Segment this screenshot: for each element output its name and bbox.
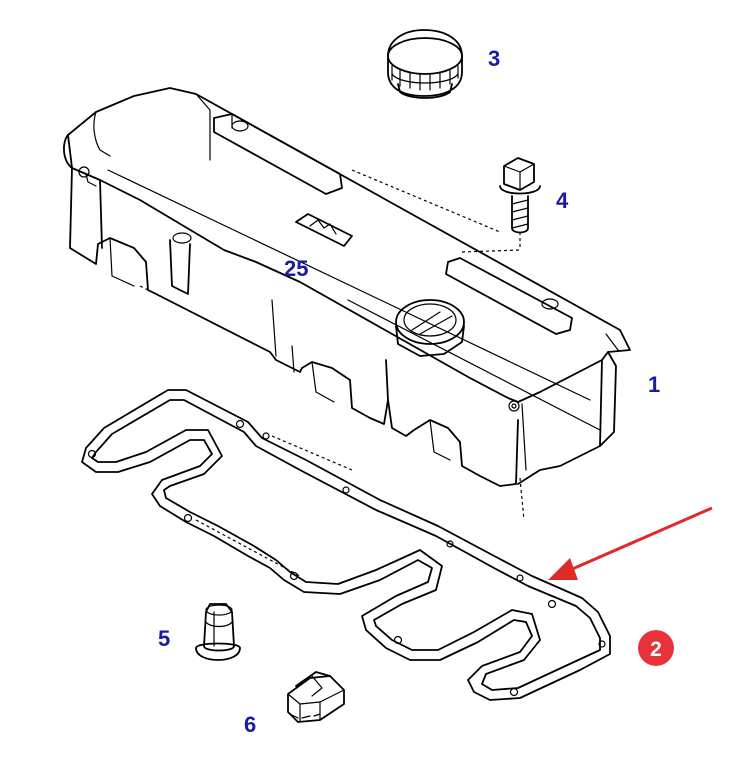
- part-label-4: 4: [556, 188, 569, 213]
- part-label-5: 5: [158, 626, 170, 651]
- gasket: [81, 389, 611, 701]
- part-label-6: 6: [244, 712, 256, 737]
- callout-label-2: 2: [650, 638, 662, 661]
- part-label-1: 1: [648, 372, 660, 397]
- bolt: [499, 157, 541, 250]
- block: [287, 671, 345, 723]
- part-label-25: 25: [284, 256, 308, 281]
- oil-filler-cap: [387, 29, 463, 99]
- callout-badge-2: 2: [638, 630, 674, 666]
- part-label-3: 3: [488, 46, 500, 71]
- alignment-lines: [139, 169, 525, 577]
- valve-cover: [63, 87, 631, 487]
- pointer-arrow: [548, 506, 713, 580]
- sleeve: [195, 603, 241, 661]
